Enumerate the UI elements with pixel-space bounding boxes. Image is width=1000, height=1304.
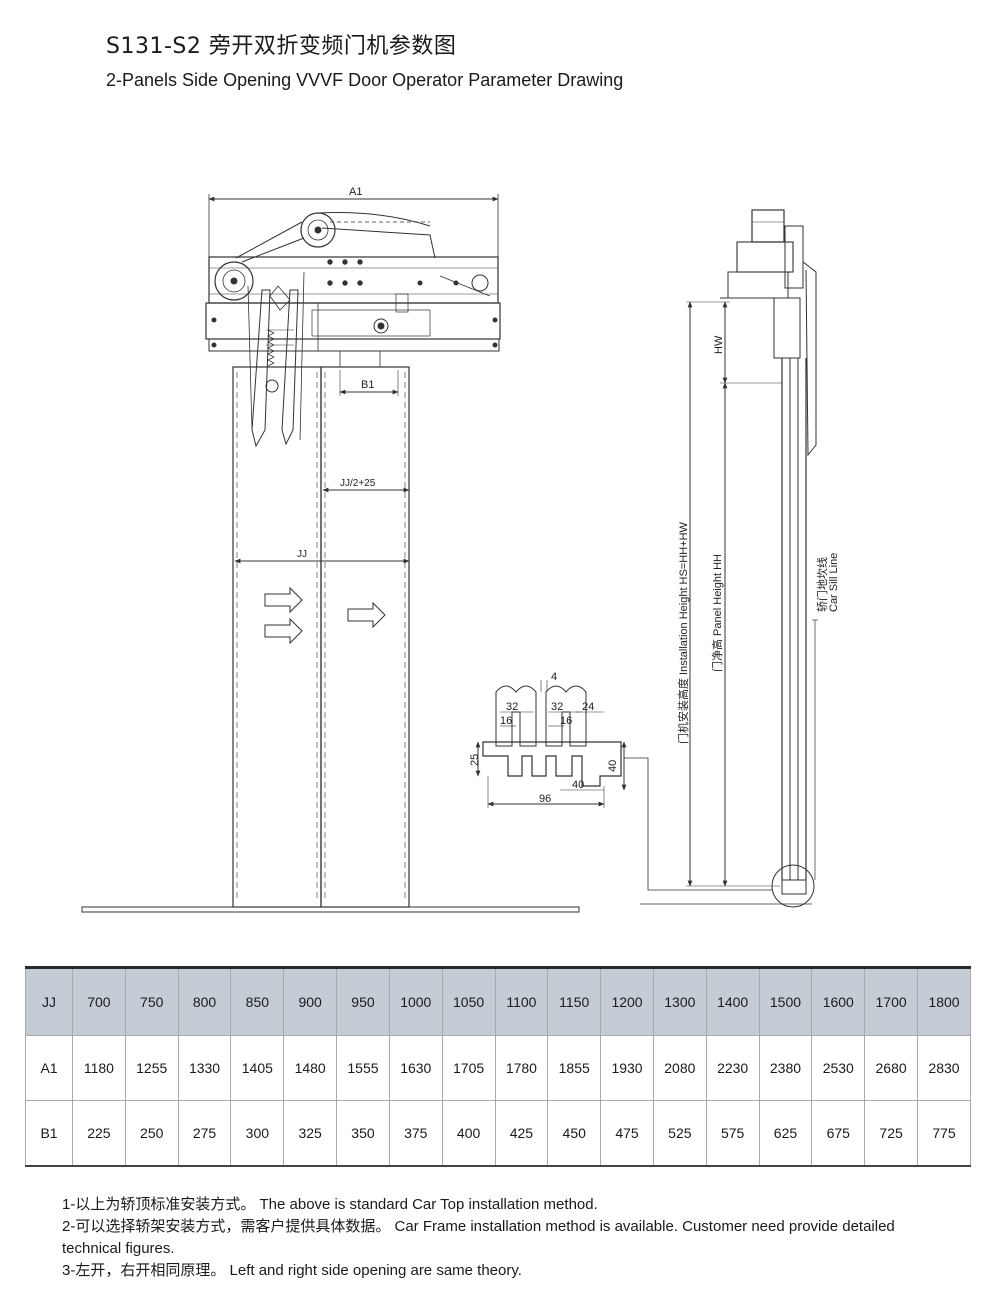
table-cell: 1255: [124, 1035, 179, 1101]
row-label: JJ: [25, 967, 73, 1036]
table-cell: 900: [283, 967, 338, 1036]
table-cell: 275: [177, 1100, 232, 1167]
table-cell: 1100: [494, 967, 549, 1036]
table-cell: 250: [124, 1100, 179, 1167]
dim-panel-height-label: 门净高 Panel Height HH: [710, 554, 724, 672]
table-cell: 300: [230, 1100, 285, 1167]
table-cell: 475: [600, 1100, 654, 1167]
dim-jj-label: JJ: [297, 549, 307, 560]
table-cell: 2380: [758, 1035, 813, 1101]
table-cell: 1780: [494, 1035, 549, 1101]
table-cell: 1150: [547, 967, 602, 1036]
table-cell: 1555: [336, 1035, 390, 1101]
table-cell: 1480: [283, 1035, 338, 1101]
table-cell: 1300: [652, 967, 707, 1036]
sill-dim-16a: 16: [500, 715, 512, 727]
table-cell: 1400: [705, 967, 760, 1036]
table-cell: 1405: [230, 1035, 285, 1101]
table-cell: 575: [705, 1100, 760, 1167]
table-cell: 850: [230, 967, 285, 1036]
front-view: [81, 194, 580, 913]
table-cell: 450: [547, 1100, 602, 1167]
table-cell: 1800: [917, 967, 971, 1036]
table-cell: 400: [441, 1100, 496, 1167]
table-cell: 1000: [388, 967, 443, 1036]
technical-drawing: A1 B1 JJ/2+25 JJ HW 门机安装高度 In: [81, 186, 840, 913]
note-3: 3-左开，右开相同原理。 Left and right side opening…: [62, 1262, 522, 1279]
sill-dim-96: 96: [539, 793, 551, 805]
dim-jj-half-label: JJ/2+25: [340, 478, 376, 489]
sill-dim-40h: 40: [572, 779, 584, 791]
table-cell: 1600: [811, 967, 866, 1036]
sill-dim-32a: 32: [506, 701, 518, 713]
table-cell: 350: [336, 1100, 390, 1167]
notes: 1-以上为轿顶标准安装方式。 The above is standard Car…: [62, 1194, 942, 1282]
table-cell: 1500: [758, 967, 813, 1036]
page-title-en: 2-Panels Side Opening VVVF Door Operator…: [106, 70, 624, 90]
sill-dim-24: 24: [582, 701, 594, 713]
table-cell: 2530: [811, 1035, 866, 1101]
table-cell: 1855: [547, 1035, 602, 1101]
table-cell: 2230: [705, 1035, 760, 1101]
row-label: B1: [25, 1100, 73, 1167]
table-cell: 225: [72, 1100, 126, 1167]
table-cell: 525: [652, 1100, 707, 1167]
sill-dim-25: 25: [469, 754, 481, 766]
table-cell: 1050: [441, 967, 496, 1036]
table-cell: 425: [494, 1100, 549, 1167]
table-cell: 375: [388, 1100, 443, 1167]
sill-line-label-cn: 轿门地坎线: [815, 557, 829, 612]
table-cell: 1705: [441, 1035, 496, 1101]
sill-dim-16b: 16: [560, 715, 572, 727]
table-cell: 2080: [652, 1035, 707, 1101]
page-title-cn: S131-S2 旁开双折变频门机参数图: [106, 34, 457, 59]
table-cell: 725: [864, 1100, 918, 1167]
table-cell: 325: [283, 1100, 338, 1167]
table-cell: 2830: [917, 1035, 971, 1101]
dim-a1-label: A1: [349, 186, 362, 198]
table-cell: 1200: [600, 967, 654, 1036]
sill-dim-4: 4: [551, 671, 557, 683]
table-cell: 700: [72, 967, 126, 1036]
table-cell: 750: [124, 967, 179, 1036]
table-cell: 625: [758, 1100, 813, 1167]
table-cell: 1700: [864, 967, 918, 1036]
table-cell: 1180: [72, 1035, 126, 1101]
dim-install-height-label: 门机安装高度 Installation Height HS=HH+HW: [676, 521, 690, 744]
dim-b1-label: B1: [361, 379, 374, 391]
sill-line-label-en: Car Sill Line: [828, 553, 840, 612]
table-cell: 800: [177, 967, 232, 1036]
row-label: A1: [25, 1035, 73, 1101]
table-cell: 1630: [388, 1035, 443, 1101]
side-view: [640, 209, 818, 908]
table-cell: 775: [917, 1100, 971, 1167]
note-1: 1-以上为轿顶标准安装方式。 The above is standard Car…: [62, 1196, 598, 1213]
table-cell: 2680: [864, 1035, 918, 1101]
dim-hw-label: HW: [713, 335, 725, 354]
note-2: 2-可以选择轿架安装方式，需客户提供具体数据。 Car Frame instal…: [62, 1218, 895, 1257]
sill-dim-40v: 40: [607, 760, 619, 772]
sill-section-detail: [475, 680, 772, 891]
table-cell: 1330: [177, 1035, 232, 1101]
table-cell: 1930: [600, 1035, 654, 1101]
table-cell: 675: [811, 1100, 866, 1167]
sill-dim-32b: 32: [551, 701, 563, 713]
table-cell: 950: [336, 967, 390, 1036]
